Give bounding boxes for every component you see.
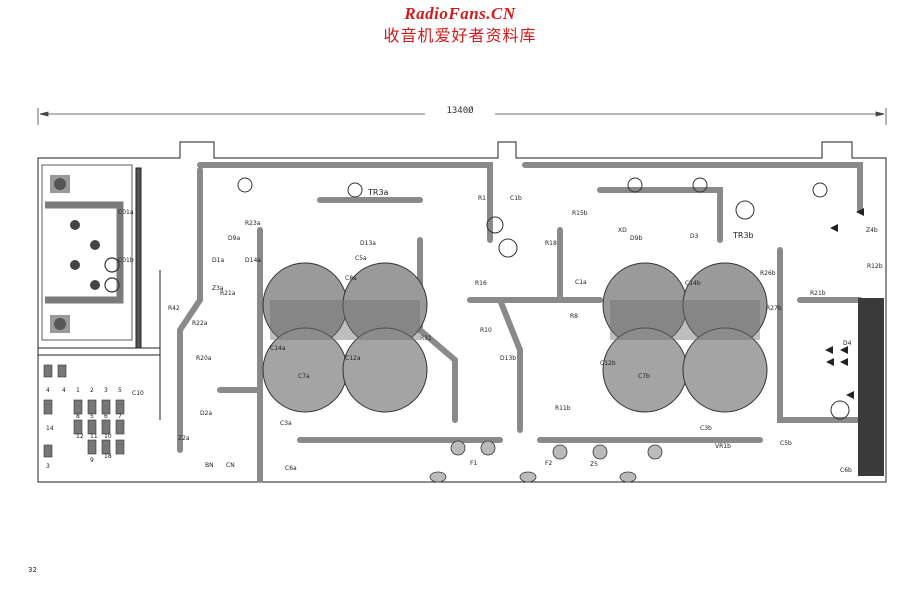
label-c7b: C7b — [638, 373, 650, 380]
label-c5a: C5a — [355, 255, 367, 262]
label-d9b: D9b — [630, 235, 642, 242]
left-connector-block — [41, 164, 133, 341]
label-r20a: R20a — [196, 355, 212, 362]
label-tr3b: TR3b — [732, 231, 754, 240]
label-c12b: C12b — [600, 360, 616, 367]
pin-3b: 3 — [46, 463, 50, 470]
heatsink-strip — [858, 298, 884, 476]
component-labels: C01a C01b C1a C1b C10 C3a C3b C5a C5b C6… — [104, 188, 883, 474]
label-d4: D4 — [843, 340, 852, 347]
label-r11b: R11b — [555, 405, 571, 412]
label-c1a: C1a — [575, 279, 587, 286]
label-xd: XD — [618, 227, 627, 234]
pin-4b: 4 — [62, 387, 66, 394]
label-r21b: R21b — [810, 290, 826, 297]
label-18: 18 — [104, 453, 112, 460]
label-r26b: R26b — [760, 270, 776, 277]
pin-6: 6 — [104, 413, 108, 420]
label-c6a: C6a — [285, 465, 297, 472]
label-z4b: Z4b — [866, 227, 878, 234]
pin-11: 11 — [90, 433, 98, 440]
label-d9a: D9a — [228, 235, 240, 242]
label-d14a: D14a — [245, 257, 261, 264]
watermark-site: RadioFans.CN — [404, 4, 516, 23]
dimension-label: 1340Ø — [430, 106, 490, 116]
label-r1: R1 — [478, 195, 486, 202]
label-r8: R8 — [570, 313, 578, 320]
diodes — [825, 208, 864, 399]
label-z5: Z5 — [590, 461, 598, 468]
pin-1: 1 — [76, 387, 80, 394]
label-c7a: C7a — [298, 373, 310, 380]
pin-numbers: 4 1 2 3 8 5 6 7 12 11 10 9 14 3 4 5 — [46, 387, 122, 470]
label-r18: R18 — [545, 240, 557, 247]
label-r10: R10 — [480, 327, 492, 334]
label-d3: D3 — [690, 233, 699, 240]
label-c6b: C6b — [840, 467, 852, 474]
page-number: 32 — [28, 566, 37, 574]
pin-7: 7 — [118, 413, 122, 420]
label-bn: BN — [205, 462, 214, 469]
pin-5: 5 — [90, 413, 94, 420]
label-c3a: C3a — [280, 420, 292, 427]
pin-8: 8 — [76, 413, 80, 420]
dimension-line — [37, 108, 887, 125]
label-r16: R16 — [475, 280, 487, 287]
pin-12: 12 — [76, 433, 84, 440]
label-d2a: D2a — [200, 410, 212, 417]
pin-2: 2 — [90, 387, 94, 394]
label-r27b: R27b — [766, 305, 782, 312]
label-z3a: Z3a — [212, 285, 224, 292]
label-f2: F2 — [545, 460, 552, 467]
label-c12a: C12a — [345, 355, 361, 362]
fuse-holders — [429, 440, 663, 483]
label-d13b: D13b — [500, 355, 516, 362]
label-c01a: C01a — [118, 209, 134, 216]
label-r22a: R22a — [192, 320, 208, 327]
label-c14a: C14a — [270, 345, 286, 352]
label-r42: R42 — [168, 305, 180, 312]
pin-4: 4 — [46, 387, 50, 394]
label-cn: CN — [226, 462, 235, 469]
pin-header — [43, 364, 125, 458]
label-c1b: C1b — [510, 195, 522, 202]
label-r12b: R12b — [867, 263, 883, 270]
label-r31: R31 — [420, 335, 432, 342]
label-r23a: R23a — [245, 220, 261, 227]
pin-14: 14 — [46, 425, 54, 432]
label-r15b: R15b — [572, 210, 588, 217]
filter-capacitors — [262, 262, 768, 413]
label-c8a: C8a — [345, 275, 357, 282]
label-f1: F1 — [470, 460, 477, 467]
label-d13a: D13a — [360, 240, 376, 247]
watermark-chinese: 收音机爱好者资料库 — [383, 26, 537, 45]
label-tr3a: TR3a — [367, 188, 389, 197]
pin-3: 3 — [104, 387, 108, 394]
copper-traces — [177, 162, 863, 483]
label-z2a: Z2a — [178, 435, 190, 442]
pin-5b: 5 — [118, 387, 122, 394]
label-c10: C10 — [132, 390, 144, 397]
label-c14b: C14b — [685, 280, 701, 287]
label-d1a: D1a — [212, 257, 224, 264]
label-vr1b: VR1b — [715, 443, 731, 450]
pin-10: 10 — [104, 433, 112, 440]
pin-9: 9 — [90, 457, 94, 464]
transistors — [237, 177, 850, 420]
label-c5b: C5b — [780, 440, 792, 447]
label-c01b: C01b — [118, 257, 134, 264]
label-r21a: R21a — [220, 290, 236, 297]
pcb-outline — [37, 141, 887, 483]
label-c3b: C3b — [700, 425, 712, 432]
